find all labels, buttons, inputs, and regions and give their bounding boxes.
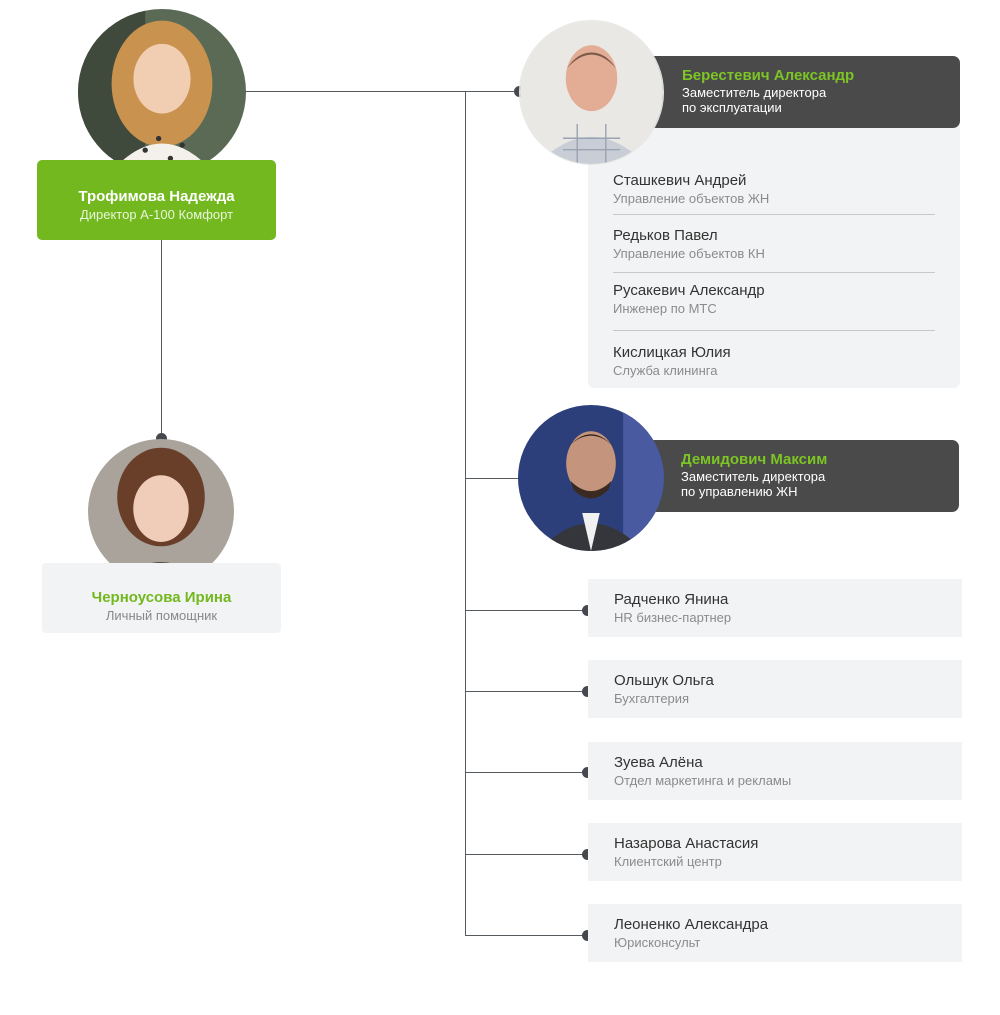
deputy1-photo: [519, 20, 664, 165]
staff-position: Бухгалтерия: [614, 691, 690, 706]
connector-trunk-to-staff-5: [465, 935, 587, 936]
deputy1-team-panel: [588, 118, 960, 388]
connector-trunk-to-staff-1: [465, 610, 587, 611]
team-member-position: Служба клининга: [613, 363, 718, 378]
staff-card: Зуева Алёна Отдел маркетинга и рекламы: [588, 742, 962, 800]
deputy1-position-line2: по эксплуатации: [682, 100, 782, 115]
team-divider: [613, 272, 935, 273]
staff-card: Леоненко Александра Юрисконсульт: [588, 904, 962, 962]
connector-dot-staff-5: [582, 930, 593, 941]
deputy1-position-line1: Заместитель директора: [682, 85, 827, 100]
director-name: Трофимова Надежда: [78, 188, 235, 205]
team-member-name: Русакевич Александр: [613, 282, 765, 299]
connector-trunk-to-deputy2: [465, 478, 519, 479]
team-member-position: Управление объектов КН: [613, 246, 765, 261]
deputy2-name: Демидович Максим: [681, 451, 828, 468]
deputy2-position-line1: Заместитель директора: [681, 469, 826, 484]
team-member-name: Кислицкая Юлия: [613, 344, 731, 361]
staff-name: Радченко Янина: [614, 591, 729, 608]
team-divider: [613, 330, 935, 331]
deputy1-team-item: Русакевич Александр Инженер по МТС: [613, 281, 935, 317]
staff-card: Ольшук Ольга Бухгалтерия: [588, 660, 962, 718]
connector-trunk-to-staff-3: [465, 772, 587, 773]
deputy1-team-item: Редьков Павел Управление объектов КН: [613, 226, 935, 262]
deputy1-name: Берестевич Александр: [682, 67, 855, 84]
staff-position: Отдел маркетинга и рекламы: [614, 773, 792, 788]
connector-trunk-to-staff-2: [465, 691, 587, 692]
assistant-name: Черноусова Ирина: [91, 589, 232, 606]
connector-director-to-trunk: [245, 91, 466, 92]
deputy2-position-line2: по управлению ЖН: [681, 484, 798, 499]
connector-trunk-vertical: [465, 91, 466, 936]
staff-name: Назарова Анастасия: [614, 835, 759, 852]
staff-card: Радченко Янина HR бизнес-партнер: [588, 579, 962, 637]
connector-trunk-to-deputy1: [465, 91, 519, 92]
director-card: Трофимова Надежда Директор А-100 Комфорт: [37, 160, 276, 240]
staff-card: Назарова Анастасия Клиентский центр: [588, 823, 962, 881]
assistant-card: Черноусова Ирина Личный помощник: [42, 563, 281, 633]
connector-trunk-to-staff-4: [465, 854, 587, 855]
team-divider: [613, 214, 935, 215]
team-member-position: Управление объектов ЖН: [613, 191, 770, 206]
assistant-photo: [88, 439, 234, 584]
connector-dot-staff-1: [582, 605, 593, 616]
team-member-name: Редьков Павел: [613, 227, 718, 244]
deputy1-team-item: Сташкевич Андрей Управление объектов ЖН: [613, 171, 935, 207]
assistant-position: Личный помощник: [105, 608, 218, 623]
team-member-name: Сташкевич Андрей: [613, 172, 747, 189]
connector-dot-staff-4: [582, 849, 593, 860]
connector-director-to-assistant: [161, 240, 162, 438]
staff-name: Леоненко Александра: [614, 916, 769, 933]
director-position: Директор А-100 Комфорт: [79, 207, 234, 222]
staff-position: HR бизнес-партнер: [614, 610, 732, 625]
staff-position: Юрисконсульт: [614, 935, 701, 950]
connector-dot-staff-2: [582, 686, 593, 697]
staff-name: Ольшук Ольга: [614, 672, 714, 689]
deputy1-team-item: Кислицкая Юлия Служба клининга: [613, 343, 935, 379]
connector-dot-staff-3: [582, 767, 593, 778]
connector-dot-assistant: [156, 433, 167, 444]
director-photo: [78, 9, 246, 175]
staff-position: Клиентский центр: [614, 854, 722, 869]
team-member-position: Инженер по МТС: [613, 301, 717, 316]
deputy2-photo: [518, 405, 664, 551]
staff-name: Зуева Алёна: [614, 754, 703, 771]
